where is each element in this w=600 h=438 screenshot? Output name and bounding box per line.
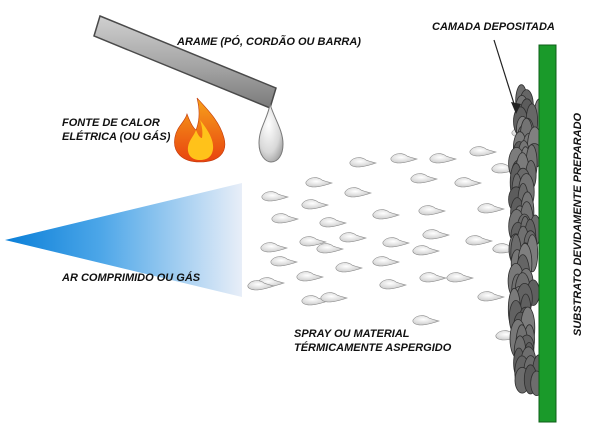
spray-particle <box>296 271 325 282</box>
spray-particle <box>410 173 439 184</box>
spray-particle <box>469 146 498 157</box>
spray-particle <box>390 153 419 164</box>
compressed-air-label: AR COMPRIMIDO OU GÁS <box>62 272 201 284</box>
spray-particle <box>261 191 290 202</box>
heat-source-label-line2: ELÉTRICA (OU GÁS) <box>62 131 171 143</box>
spray-particle <box>429 153 458 164</box>
spray-particle <box>344 187 373 198</box>
spray-particle <box>319 217 348 228</box>
substrate-bar <box>538 44 557 423</box>
compressed-air-cone <box>5 183 242 297</box>
spray-particle <box>372 209 401 220</box>
spray-label-line1: SPRAY OU MATERIAL <box>294 328 410 340</box>
spray-particle <box>372 256 401 267</box>
spray-particle <box>422 229 451 240</box>
wire-label: ARAME (PÓ, CORDÃO OU BARRA) <box>177 36 361 48</box>
spray-particle <box>301 199 330 210</box>
heat-source-label-line1: FONTE DE CALOR <box>62 117 160 129</box>
spray-particle <box>339 232 368 243</box>
spray-particle <box>335 262 364 273</box>
spray-particle <box>271 213 300 224</box>
spray-particles <box>247 127 540 341</box>
deposited-layer <box>507 84 547 397</box>
spray-label-line2: TÉRMICAMENTE ASPERGIDO <box>294 342 452 354</box>
spray-particle <box>260 242 289 253</box>
spray-particle <box>316 243 345 254</box>
spray-particle <box>412 245 441 256</box>
substrate-label: SUBSTRATO DEVIDAMENTE PREPARADO <box>572 112 584 336</box>
spray-particle <box>454 177 483 188</box>
spray-particle <box>305 177 334 188</box>
spray-particle <box>477 203 506 214</box>
spray-particle <box>320 292 349 303</box>
spray-particle <box>379 279 408 290</box>
spray-particle <box>477 291 506 302</box>
spray-particle <box>446 272 475 283</box>
spray-particle <box>465 235 494 246</box>
spray-particle <box>270 256 299 267</box>
spray-particle <box>382 237 411 248</box>
molten-droplet-icon <box>258 103 284 163</box>
spray-particle <box>299 236 328 247</box>
wire-rod <box>93 14 277 110</box>
spray-particle <box>349 157 378 168</box>
spray-particle <box>412 315 441 326</box>
spray-particle <box>418 205 447 216</box>
spray-particle <box>247 280 276 291</box>
deposited-layer-label: CAMADA DEPOSITADA <box>432 21 555 33</box>
deposited-layer-arrow <box>493 39 521 114</box>
spray-particle <box>419 272 448 283</box>
flame-icon <box>174 97 226 163</box>
